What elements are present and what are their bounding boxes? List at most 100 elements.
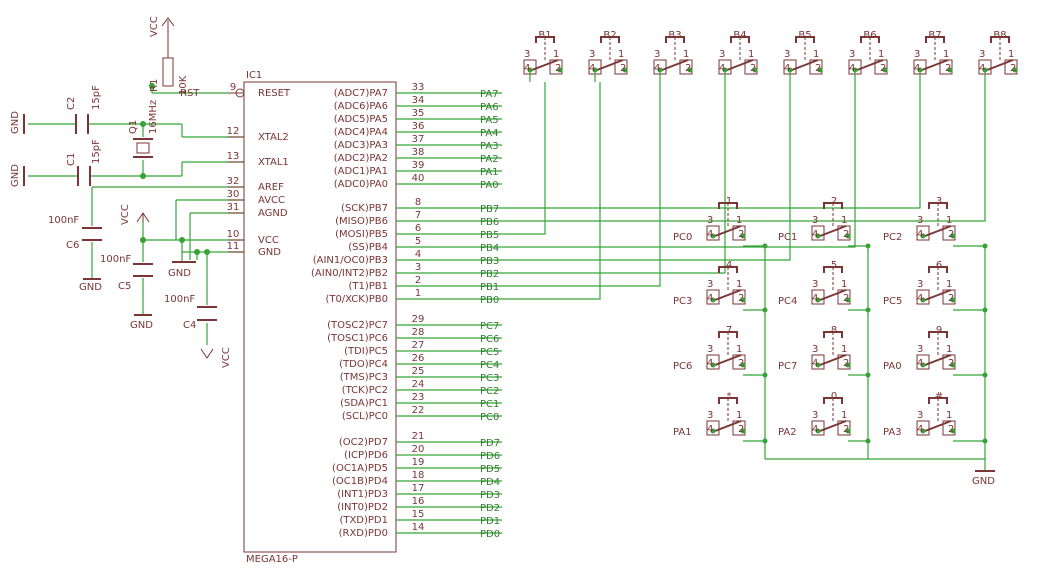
- vcc-bottom-label: VCC: [221, 347, 232, 368]
- net-label: PC7: [480, 321, 499, 332]
- switch-pin-number: 4: [524, 63, 530, 74]
- keypad-row-net: PA1: [673, 427, 692, 438]
- switch-pin-number: 3: [719, 49, 725, 60]
- ic-pin-number: 5: [415, 236, 421, 247]
- ic-pin-number: 37: [412, 134, 425, 145]
- switch-pin-number: 1: [943, 49, 949, 60]
- switch-pin-number: 1: [946, 410, 952, 421]
- ic-pin-name: (ICP)PD6: [344, 450, 388, 461]
- ic-pin-name: (AIN1/OC0)PB3: [313, 255, 388, 266]
- switch-pin-number: 3: [914, 49, 920, 60]
- ic-pin-number: 12: [227, 126, 240, 137]
- net-label: PD5: [480, 464, 500, 475]
- switch-pin-number: 2: [620, 63, 626, 74]
- keypad-row-net: PC4: [778, 296, 797, 307]
- net-label: PB4: [480, 243, 499, 254]
- component-symbols: [23, 17, 995, 553]
- switch-pin-number: 4: [707, 358, 713, 369]
- switch-pin-number: 3: [812, 344, 818, 355]
- ic-value: MEGA16-P: [246, 554, 298, 565]
- net-label: PA4: [480, 128, 499, 139]
- keypad-key-label: 7: [726, 325, 732, 336]
- r1-label: R1: [149, 79, 160, 92]
- switch-pin-number: 2: [843, 293, 849, 304]
- button-label: B8: [993, 30, 1006, 41]
- switch-pin-number: 2: [1010, 63, 1016, 74]
- switch-pin-number: 3: [784, 49, 790, 60]
- switch-pin-number: 2: [738, 293, 744, 304]
- ic-pin-number: 11: [227, 241, 240, 252]
- c2-label: C2: [66, 97, 77, 110]
- switch-pin-number: 3: [589, 49, 595, 60]
- gnd-keypad-label: GND: [972, 476, 995, 487]
- net-label: PC6: [480, 334, 499, 345]
- button-label: B6: [863, 30, 876, 41]
- ic-pin-number: 26: [412, 353, 425, 364]
- ic-pin-name: VCC: [258, 235, 279, 246]
- ic-pin-name: (SDA)PC1: [340, 398, 388, 409]
- ic-pin-name: (TOSC1)PC6: [327, 333, 388, 344]
- switch-pin-number: 2: [880, 63, 886, 74]
- switch-pin-number: 4: [784, 63, 790, 74]
- switch-pin-number: 3: [707, 410, 713, 421]
- keypad-key-label: 3: [936, 196, 942, 207]
- button-label: B7: [928, 30, 941, 41]
- ic-pin-name: (TMS)PC3: [340, 372, 388, 383]
- keypad-row-net: PA3: [883, 427, 902, 438]
- top-buttons: B13412B23412B33412B43412B53412B63412B734…: [523, 30, 1018, 82]
- net-label: PA6: [480, 102, 499, 113]
- ic-pin-number: 33: [412, 82, 425, 93]
- net-label: PB0: [480, 295, 499, 306]
- keypad-row-net: PA0: [883, 361, 902, 372]
- net-label: PB7: [480, 204, 499, 215]
- switch-pin-number: 3: [917, 410, 923, 421]
- keypad-key-label: 4: [726, 260, 732, 271]
- ic-pin-number: 35: [412, 108, 425, 119]
- switch-pin-number: 2: [843, 424, 849, 435]
- switch-pin-number: 4: [707, 293, 713, 304]
- keypad-key-label: 8: [831, 325, 837, 336]
- c4-label: C4: [183, 320, 196, 331]
- switch-pin-number: 1: [736, 279, 742, 290]
- ic-pin-name: (T0/XCK)PB0: [325, 294, 388, 305]
- switch-pin-number: 1: [946, 215, 952, 226]
- switch-pin-number: 2: [948, 293, 954, 304]
- r1-value: 10K: [178, 75, 189, 95]
- switch-pin-number: 4: [917, 229, 923, 240]
- switch-pin-number: 3: [707, 215, 713, 226]
- switch-pin-number: 1: [736, 215, 742, 226]
- net-label: PB5: [480, 230, 499, 241]
- keypad-row-net: PC6: [673, 361, 692, 372]
- ic-pin-number: 6: [415, 223, 421, 234]
- net-label: PB3: [480, 256, 499, 267]
- switch-pin-number: 2: [948, 358, 954, 369]
- keypad-key-label: 9: [936, 325, 942, 336]
- ic-pin-number: 3: [415, 262, 421, 273]
- switch-pin-number: 3: [812, 410, 818, 421]
- ic-pin-name: XTAL2: [258, 132, 289, 143]
- switch-pin-number: 4: [707, 229, 713, 240]
- switch-pin-number: 4: [812, 358, 818, 369]
- switch-pin-number: 4: [917, 358, 923, 369]
- c5-value: 100nF: [100, 254, 131, 265]
- switch-pin-number: 2: [945, 63, 951, 74]
- keypad-row-net: PC2: [883, 232, 902, 243]
- ic-pin-name: (SCL)PC0: [342, 411, 388, 422]
- ic-pin-name: (RXD)PD0: [339, 528, 388, 539]
- keypad-key-label: 5: [831, 260, 837, 271]
- switch-pin-number: 2: [948, 424, 954, 435]
- switch-pin-number: 1: [878, 49, 884, 60]
- push-button-switch: 3 4 1 2: [706, 202, 746, 241]
- junction-dots: [140, 83, 210, 255]
- switch-pin-number: 2: [738, 229, 744, 240]
